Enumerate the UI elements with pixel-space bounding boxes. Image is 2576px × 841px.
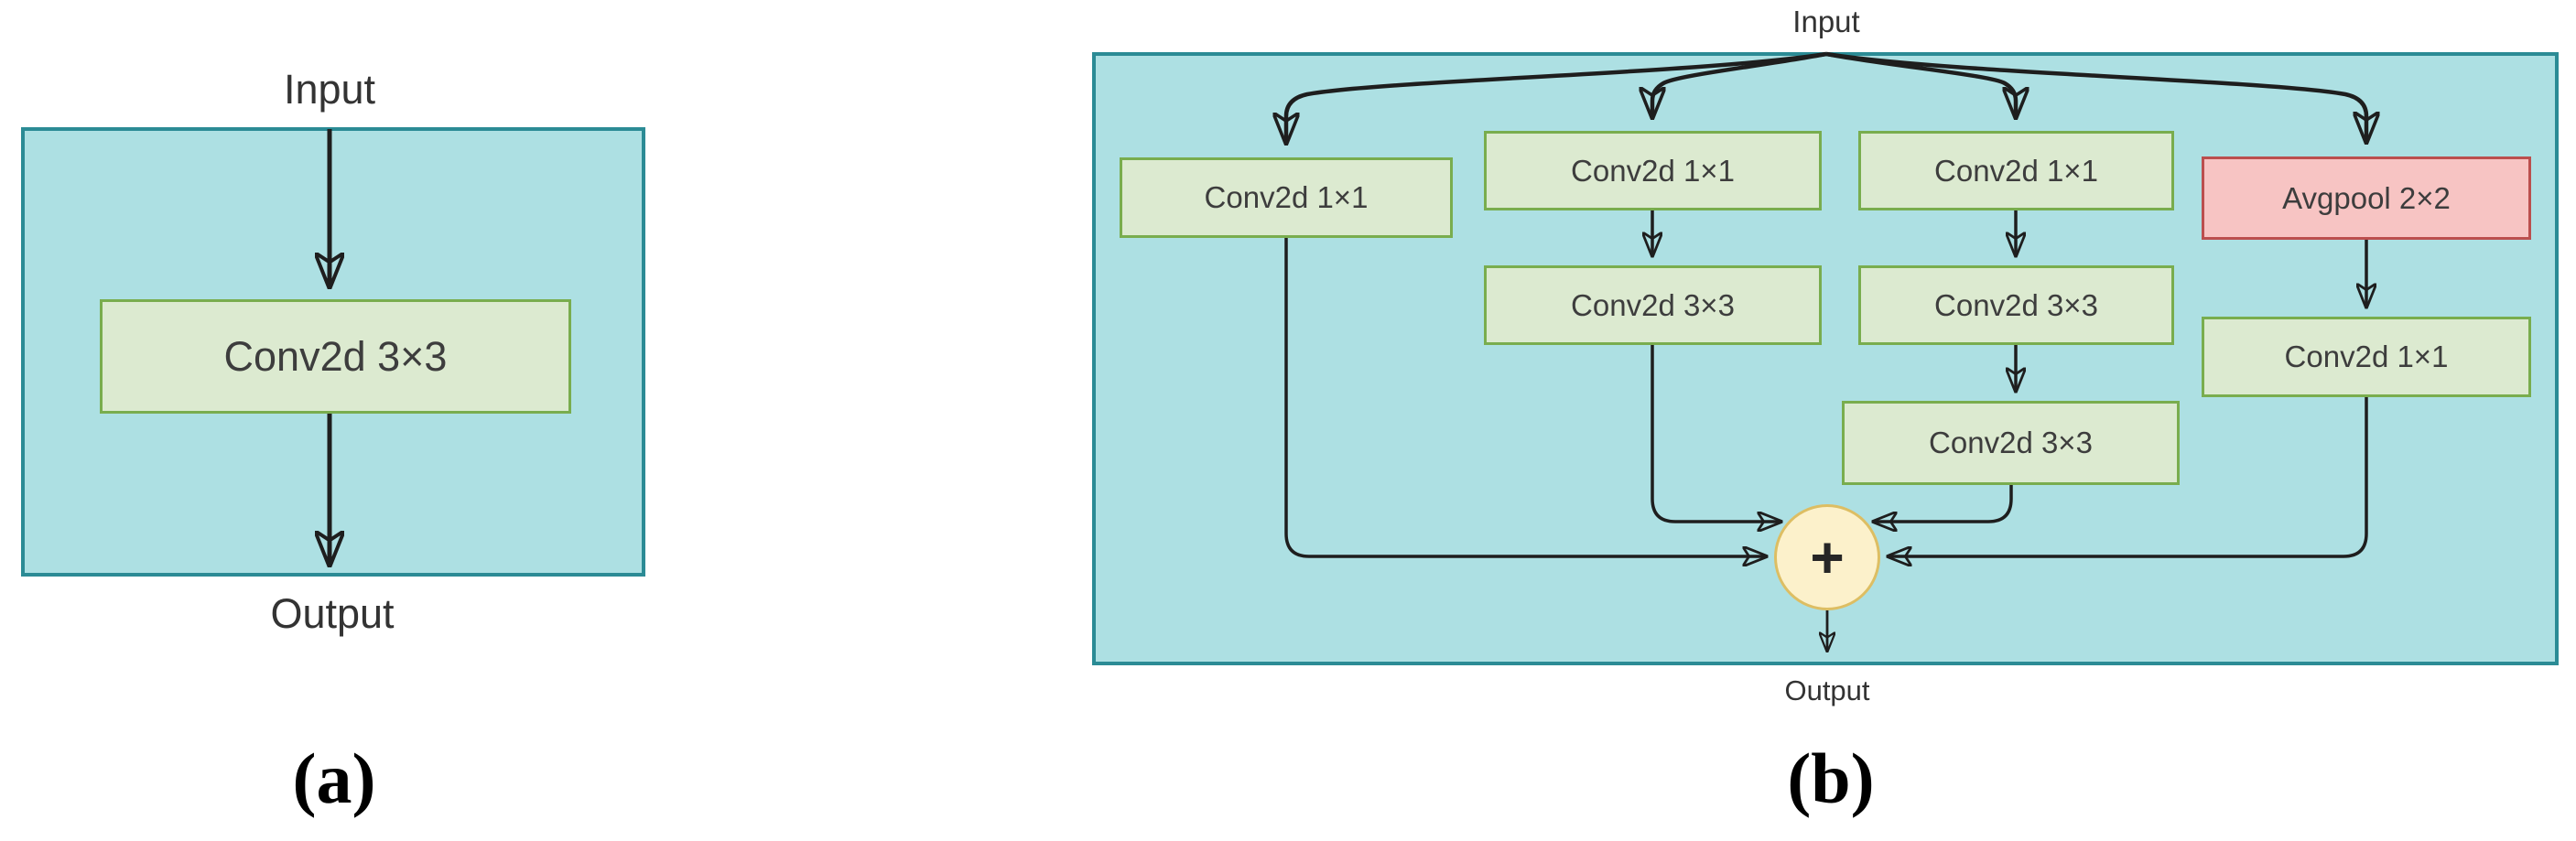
b-branch4-avgpool-label: Avgpool 2×2 (2282, 180, 2451, 215)
a-caption: (a) (292, 739, 376, 818)
a-conv2d-3x3-node: Conv2d 3×3 (100, 299, 571, 414)
b-branch2-conv3x3-label: Conv2d 3×3 (1571, 287, 1735, 322)
b-branch2-conv1x1-label: Conv2d 1×1 (1571, 153, 1735, 188)
b-branch3-conv3x3a-node: Conv2d 3×3 (1858, 265, 2174, 345)
b-branch1-conv1x1-label: Conv2d 1×1 (1204, 180, 1369, 214)
b-branch4-avgpool-node: Avgpool 2×2 (2202, 156, 2531, 240)
b-branch3-conv3x3b-node: Conv2d 3×3 (1842, 401, 2180, 485)
b-sum-node: + (1774, 504, 1880, 610)
b-branch4-conv1x1-label: Conv2d 1×1 (2284, 340, 2449, 373)
b-caption: (b) (1787, 739, 1875, 818)
a-conv2d-3x3-label: Conv2d 3×3 (223, 332, 448, 380)
b-branch3-conv3x3a-label: Conv2d 3×3 (1934, 287, 2098, 322)
a-input-label: Input (283, 66, 376, 113)
b-sum-symbol: + (1810, 524, 1845, 590)
b-branch1-conv1x1-node: Conv2d 1×1 (1120, 157, 1453, 238)
b-input-label: Input (1792, 5, 1860, 38)
b-branch3-conv1x1-label: Conv2d 1×1 (1934, 153, 2098, 188)
b-branch3-conv1x1-node: Conv2d 1×1 (1858, 131, 2174, 210)
b-branch2-conv1x1-node: Conv2d 1×1 (1484, 131, 1822, 210)
b-output-label: Output (1784, 674, 1870, 706)
b-branch4-conv1x1-node: Conv2d 1×1 (2202, 317, 2531, 397)
b-branch3-conv3x3b-label: Conv2d 3×3 (1929, 426, 2093, 459)
a-output-label: Output (270, 590, 395, 637)
b-branch2-conv3x3-node: Conv2d 3×3 (1484, 265, 1822, 345)
